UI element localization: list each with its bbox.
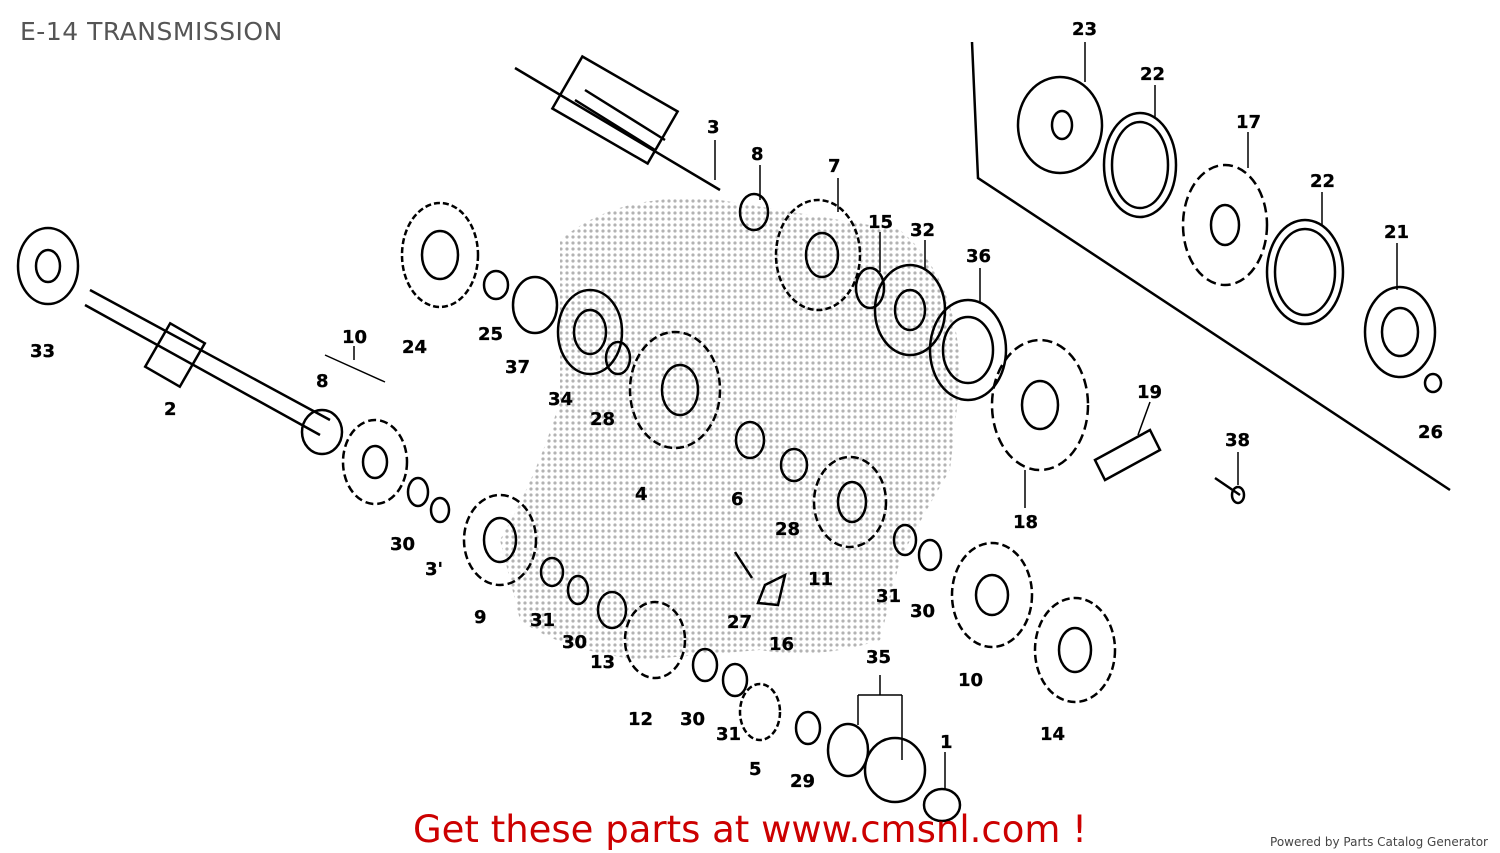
callout-16: 15 <box>868 212 893 233</box>
gear-15 <box>1033 596 1117 704</box>
callout-10: 10 <box>958 670 983 691</box>
callout-15: 14 <box>1040 724 1065 745</box>
gear-7 <box>774 198 862 312</box>
gear-13 <box>623 600 687 680</box>
callout-12: 11 <box>808 569 833 590</box>
parts-line-art <box>16 41 1451 823</box>
callout-7: 7 <box>828 156 841 177</box>
callout-17: 16 <box>769 634 794 655</box>
callout-38: 38 <box>1225 430 1250 451</box>
bolt-26 <box>1423 372 1443 394</box>
callout-14: 13 <box>590 652 615 673</box>
callout-30b: 30 <box>390 534 415 555</box>
bolt-38 <box>1214 476 1246 505</box>
washer-25 <box>482 269 510 301</box>
callout-30d: 30 <box>680 709 705 730</box>
kit-bracket <box>970 41 1451 492</box>
callout-8-upper: 8 <box>751 144 764 165</box>
gear-10 <box>950 541 1034 649</box>
seal-36 <box>928 298 1008 402</box>
mainshaft <box>514 54 721 192</box>
countershaft <box>84 288 331 437</box>
callout-26: 26 <box>1418 422 1443 443</box>
gear-9 <box>462 493 538 587</box>
callout-31a: 31 <box>876 586 901 607</box>
watermark-logo <box>500 198 960 660</box>
promo-text[interactable]: Get these parts at www.cmsnl.com ! <box>412 808 1087 851</box>
callout-3: 3 <box>707 117 720 138</box>
callout-9: 9 <box>474 607 487 628</box>
callout-30a: 30 <box>910 601 935 622</box>
plate-21 <box>1363 285 1437 379</box>
sprocket-18 <box>1181 163 1269 287</box>
callout-22b: 22 <box>1310 171 1335 192</box>
bushing-8-upper <box>738 192 770 232</box>
gear-34 <box>556 288 624 376</box>
callout-4: 4 <box>635 484 648 505</box>
gear-12 <box>812 455 888 549</box>
callout-5: 5 <box>749 759 762 780</box>
plate-20 <box>1093 428 1162 482</box>
callout-34: 34 <box>548 389 573 410</box>
callout-23: 23 <box>1072 19 1097 40</box>
callout-labels: 23 22 17 22 21 26 3 8 7 15 32 36 19 38 1… <box>30 19 1443 792</box>
diagram-title: E-14 TRANSMISSION <box>20 17 283 46</box>
callout-29: 29 <box>790 771 815 792</box>
callout-25: 25 <box>478 324 503 345</box>
gear-24 <box>400 201 480 309</box>
gear-4 <box>628 330 722 450</box>
callout-32: 32 <box>910 220 935 241</box>
callout-11: 10 <box>342 327 367 348</box>
leader-lines <box>324 42 1398 790</box>
gear-5 <box>738 682 782 742</box>
callout-30c: 30 <box>562 632 587 653</box>
callout-20: 19 <box>1137 382 1162 403</box>
callout-24: 24 <box>402 337 427 358</box>
ring-22b <box>1265 218 1345 326</box>
callout-6: 6 <box>731 489 744 510</box>
callout-19: 18 <box>1013 512 1038 533</box>
promo-link[interactable]: Get these parts at www.cmsnl.com ! <box>0 808 1500 851</box>
callout-28b: 28 <box>775 519 800 540</box>
callout-31b: 31 <box>530 610 555 631</box>
callout-21: 21 <box>1384 222 1409 243</box>
callout-8-lower: 8 <box>316 371 329 392</box>
sprocket-19 <box>990 338 1090 472</box>
callout-3prime: 3' <box>425 559 443 580</box>
callout-37: 37 <box>505 357 530 378</box>
callout-36: 36 <box>966 246 991 267</box>
callout-31c: 31 <box>716 724 741 745</box>
callout-27: 27 <box>727 612 752 633</box>
collar-37 <box>511 275 559 335</box>
callout-22a: 22 <box>1140 64 1165 85</box>
callout-33: 33 <box>30 341 55 362</box>
gear-11 <box>341 418 409 506</box>
powered-by-label: Powered by Parts Catalog Generator <box>1270 835 1488 849</box>
bearing-33 <box>16 226 80 306</box>
bushing-8-lower <box>300 408 344 456</box>
callout-1: 1 <box>940 732 953 753</box>
callout-2: 2 <box>164 399 177 420</box>
ring-22a <box>1102 111 1178 219</box>
callout-13: 12 <box>628 709 653 730</box>
bearing-1 <box>863 736 962 823</box>
callout-28a: 28 <box>590 409 615 430</box>
cover-23 <box>1016 75 1104 175</box>
callout-18: 17 <box>1236 112 1261 133</box>
callout-35: 35 <box>866 647 891 668</box>
needle-bearing-35 <box>826 722 870 778</box>
